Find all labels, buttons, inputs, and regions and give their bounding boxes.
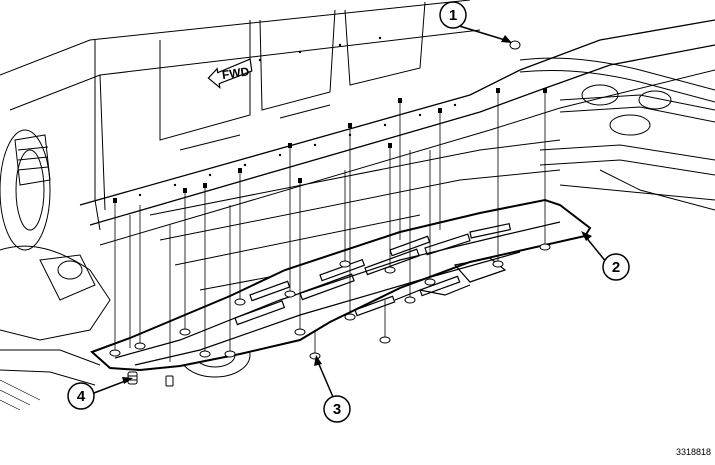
figure-id: 3318818 (676, 447, 711, 457)
callout-2: 2 (602, 253, 630, 281)
callout-2-number: 2 (612, 259, 620, 276)
fastener-lines (114, 90, 546, 362)
callout-1: 1 (439, 1, 467, 29)
callout-4: 4 (67, 382, 95, 410)
bolt-4 (127, 371, 174, 387)
bolt-heads-top (113, 88, 547, 203)
fwd-label: FWD (221, 64, 250, 82)
callout-3: 3 (323, 395, 351, 423)
plate-fasteners (109, 40, 551, 360)
callout-leaders (93, 24, 608, 398)
fwd-arrow: FWD (207, 58, 253, 90)
callout-3-number: 3 (333, 401, 341, 418)
callout-1-number: 1 (449, 7, 457, 24)
callout-4-number: 4 (77, 388, 86, 405)
callout-arrowheads (122, 35, 592, 384)
